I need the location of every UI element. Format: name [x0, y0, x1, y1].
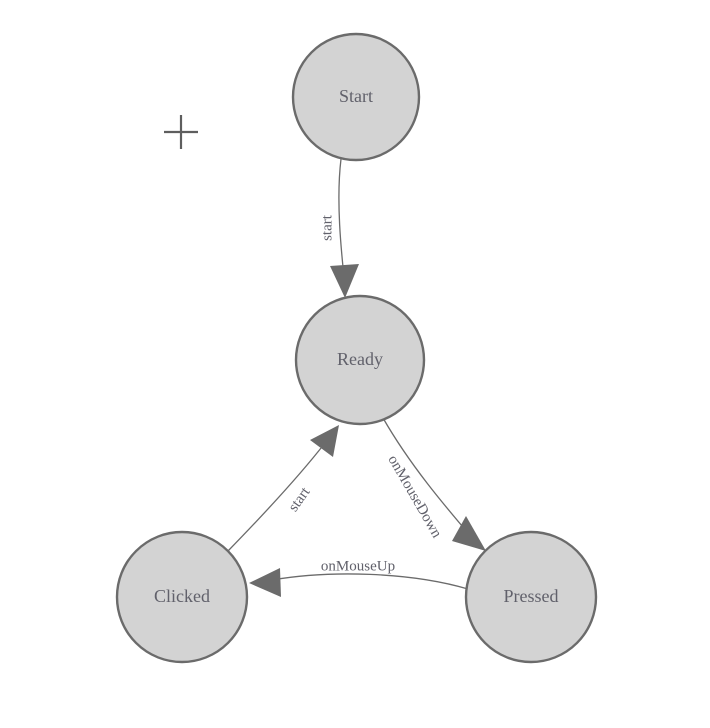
node-label-pressed: Pressed [504, 586, 559, 606]
node-label-start: Start [339, 86, 373, 106]
node-ready[interactable]: Ready [294, 294, 426, 426]
node-start[interactable]: Start [291, 32, 421, 162]
node-shape-clicked [115, 530, 249, 664]
edge-label-pressed-to-clicked: onMouseUp [321, 558, 395, 574]
edge-ready-to-pressed[interactable]: onMouseDown [382, 417, 486, 551]
edge-path-clicked-to-ready [227, 442, 326, 552]
plus-icon[interactable] [164, 115, 198, 149]
edge-label-clicked-to-ready: start [286, 484, 314, 515]
arrowhead-into-ready-from-clicked [310, 425, 339, 457]
arrowhead-into-clicked [249, 568, 281, 597]
node-label-ready: Ready [337, 349, 383, 369]
edge-pressed-to-clicked[interactable]: onMouseUp [249, 558, 469, 597]
edge-path-pressed-to-clicked [271, 573, 469, 590]
edge-start-to-ready[interactable]: start [319, 158, 359, 298]
node-clicked[interactable]: Clicked [115, 530, 249, 664]
node-shape-pressed [464, 530, 598, 664]
edge-clicked-to-ready[interactable]: start [227, 425, 339, 552]
arrowhead-into-pressed [452, 516, 486, 551]
node-pressed[interactable]: Pressed [464, 530, 598, 664]
arrowhead-into-ready-from-start [330, 264, 359, 298]
node-label-clicked: Clicked [154, 586, 210, 606]
node-shape-ready [294, 294, 426, 426]
edge-label-start-to-ready: start [319, 214, 335, 241]
node-shape-start [291, 32, 421, 162]
